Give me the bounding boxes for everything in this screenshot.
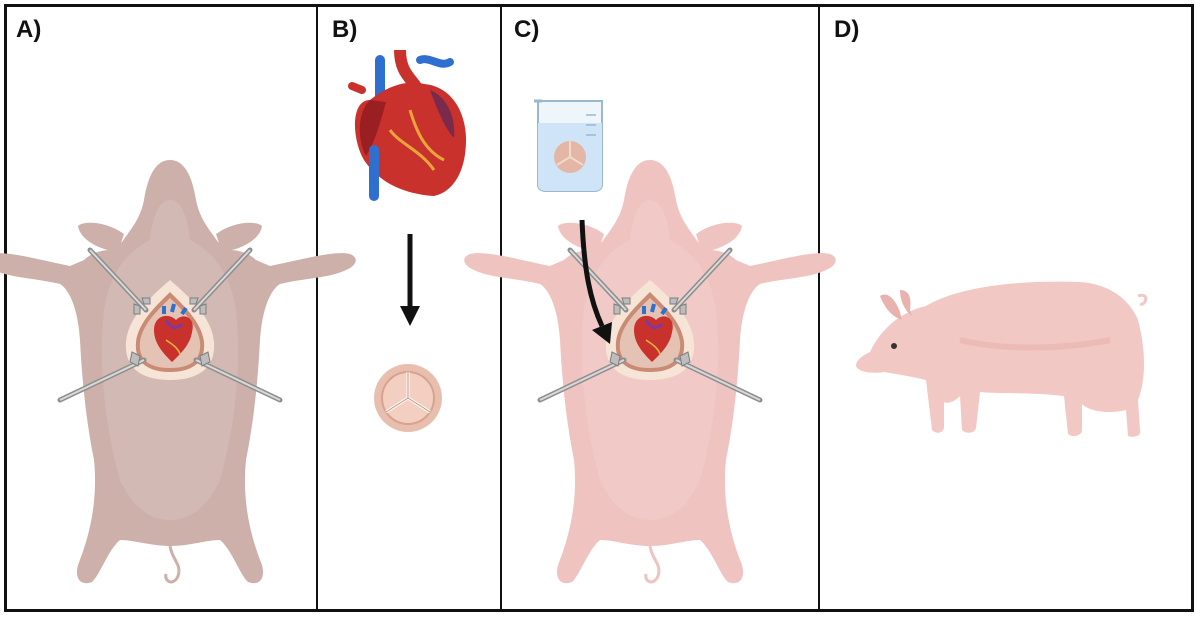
pig-surgery-c [464,160,836,583]
figure-frame [4,4,1194,612]
panel-a-label: A) [16,16,42,43]
pig-surgery-a [0,160,356,583]
panel-c-label: C) [514,16,540,43]
curved-arrow-icon [579,219,612,344]
panel-d-label: D) [834,16,860,43]
divider-a-b [316,4,318,612]
divider-c-d [818,4,820,612]
pig-standing [856,281,1148,437]
valve-icon [374,364,442,432]
panel-b-label: B) [332,16,358,43]
arrow-down-icon [400,234,420,326]
divider-b-c [500,4,502,612]
beaker-icon [534,99,603,192]
heart-icon [348,49,466,201]
